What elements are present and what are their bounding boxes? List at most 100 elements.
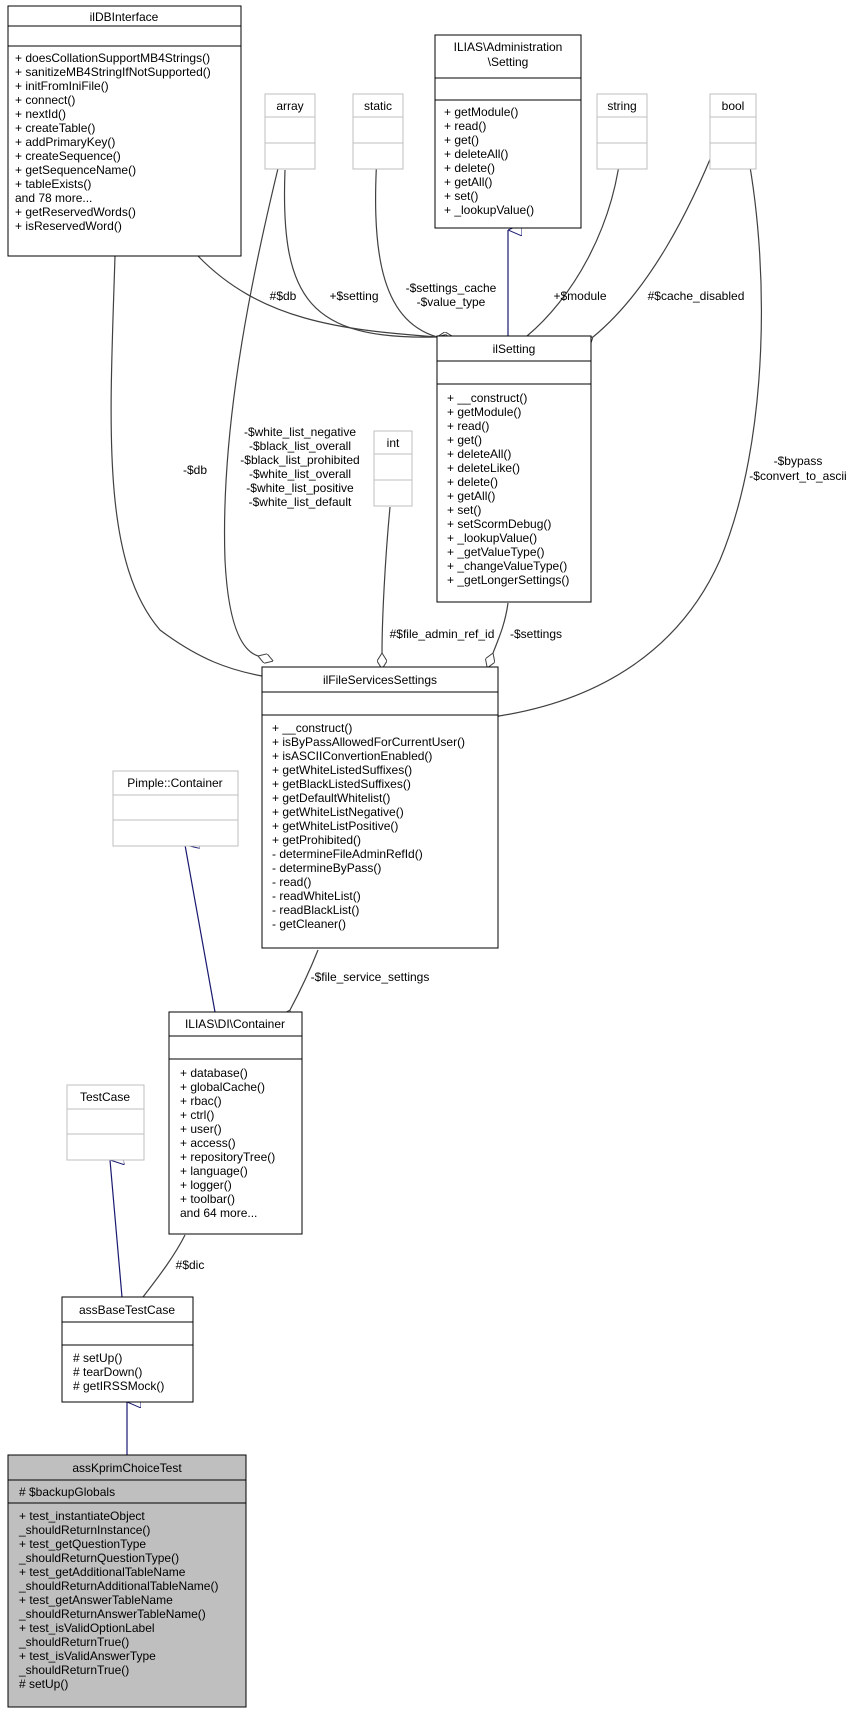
method: + __construct() xyxy=(447,391,527,405)
type-title: string xyxy=(607,99,636,113)
type-title: array xyxy=(276,99,303,113)
method: _shouldReturnInstance() xyxy=(18,1523,150,1537)
method: + ctrl() xyxy=(180,1108,214,1122)
method: + doesCollationSupportMB4Strings() xyxy=(15,51,210,65)
class-pimple-container[interactable]: Pimple::Container xyxy=(112,770,239,847)
class-testcase[interactable]: TestCase xyxy=(66,1084,145,1161)
type-string[interactable]: string xyxy=(596,93,648,170)
method: + test_getQuestionType xyxy=(19,1537,146,1551)
method: + tableExists() xyxy=(15,177,91,191)
method: + deleteLike() xyxy=(447,461,520,475)
class-title: Pimple::Container xyxy=(127,776,222,790)
class-title: ILIAS\DI\Container xyxy=(185,1017,285,1031)
method: + _changeValueType() xyxy=(447,559,567,573)
edge-array-filesettings xyxy=(223,139,286,656)
class-title: ilFileServicesSettings xyxy=(323,673,437,687)
method: + getWhiteListPositive() xyxy=(272,819,398,833)
type-int[interactable]: int xyxy=(373,430,413,507)
method: + _getValueType() xyxy=(447,545,545,559)
class-title: assKprimChoiceTest xyxy=(72,1461,182,1475)
method: + getReservedWords() xyxy=(15,205,136,219)
edge-string-ilsetting xyxy=(527,139,623,336)
method: + _getLongerSettings() xyxy=(447,573,569,587)
edge-label-white-list-positive: -$white_list_positive xyxy=(246,481,354,495)
edge-label-black-list-prohibited: -$black_list_prohibited xyxy=(240,453,359,467)
type-title: static xyxy=(364,99,392,113)
method: + rbac() xyxy=(180,1094,222,1108)
edge-ildbinterface-ilsetting xyxy=(197,255,437,337)
class-di-container[interactable]: ILIAS\DI\Container + database() + global… xyxy=(168,1011,303,1235)
method: + test_getAnswerTableName xyxy=(19,1593,173,1607)
method: + deleteAll() xyxy=(447,447,511,461)
method: + language() xyxy=(180,1164,248,1178)
edge-label-bypass: -$bypass xyxy=(774,454,823,468)
edge-inherit-assbase-testcase xyxy=(109,1160,122,1298)
method: + getModule() xyxy=(447,405,521,419)
edge-label-setting: +$setting xyxy=(329,289,378,303)
method: + isReservedWord() xyxy=(15,219,122,233)
method: + getSequenceName() xyxy=(15,163,136,177)
method: + read() xyxy=(447,419,489,433)
method: + test_isValidAnswerType xyxy=(19,1649,156,1663)
class-assbasetestcase[interactable]: assBaseTestCase # setUp() # tearDown() #… xyxy=(61,1296,194,1403)
class-ildbinterface[interactable]: ilDBInterface + doesCollationSupportMB4S… xyxy=(7,5,242,257)
method: + createSequence() xyxy=(15,149,121,163)
attribute: # $backupGlobals xyxy=(19,1485,115,1499)
method: + getModule() xyxy=(444,105,518,119)
method: # setUp() xyxy=(19,1677,68,1691)
method: + isASCIIConvertionEnabled() xyxy=(272,749,432,763)
edge-label-file-service-settings: -$file_service_settings xyxy=(311,970,430,984)
edge-ilsetting-filesettings xyxy=(493,602,509,653)
method: - getCleaner() xyxy=(272,917,346,931)
type-bool[interactable]: bool xyxy=(709,93,757,170)
method: + user() xyxy=(180,1122,222,1136)
method: + createTable() xyxy=(15,121,95,135)
type-static[interactable]: static xyxy=(352,93,404,170)
edge-filesettings-dicontainer xyxy=(290,949,319,1010)
edge-label-dic: #$dic xyxy=(176,1258,205,1272)
method: - readWhiteList() xyxy=(272,889,361,903)
edge-label-convert-to-ascii: -$convert_to_ascii xyxy=(749,469,846,483)
method: + getWhiteListedSuffixes() xyxy=(272,763,412,777)
method: - read() xyxy=(272,875,311,889)
edge-bool-filesettings xyxy=(499,139,762,716)
more-methods: and 64 more... xyxy=(180,1206,257,1220)
method: _shouldReturnAnswerTableName() xyxy=(18,1607,206,1621)
class-title-line2: \Setting xyxy=(488,55,529,69)
method: _shouldReturnQuestionType() xyxy=(18,1551,179,1565)
method: _shouldReturnTrue() xyxy=(18,1663,129,1677)
edge-array-ilsetting xyxy=(283,169,437,337)
type-title: int xyxy=(387,436,400,450)
method: - determineFileAdminRefId() xyxy=(272,847,423,861)
class-title: ilSetting xyxy=(493,342,536,356)
class-ilfileservicessettings[interactable]: ilFileServicesSettings + __construct() +… xyxy=(261,666,499,949)
method: + repositoryTree() xyxy=(180,1150,275,1164)
class-ilsetting[interactable]: ilSetting + __construct() + getModule() … xyxy=(436,335,592,603)
method: + test_getAdditionalTableName xyxy=(19,1565,186,1579)
edge-dicontainer-assbase xyxy=(143,1234,186,1297)
method: + toolbar() xyxy=(180,1192,235,1206)
edge-label-settings-cache: -$settings_cache xyxy=(406,281,497,295)
method: + getDefaultWhitelist() xyxy=(272,791,390,805)
method: + isByPassAllowedForCurrentUser() xyxy=(272,735,465,749)
edge-inherit-dicontainer-pimple xyxy=(185,845,216,1013)
edge-label-module: +$module xyxy=(553,289,606,303)
method: + logger() xyxy=(180,1178,232,1192)
method: + globalCache() xyxy=(180,1080,265,1094)
method: _shouldReturnAdditionalTableName() xyxy=(18,1579,218,1593)
method: - readBlackList() xyxy=(272,903,359,917)
method: # tearDown() xyxy=(73,1365,142,1379)
type-array[interactable]: array xyxy=(264,93,316,170)
edge-static-ilsetting xyxy=(374,139,437,337)
class-title: TestCase xyxy=(80,1090,130,1104)
edge-ildbinterface-filesettings xyxy=(110,255,262,676)
method: + read() xyxy=(444,119,486,133)
method: + test_isValidOptionLabel xyxy=(19,1621,155,1635)
class-administration-setting[interactable]: ILIAS\Administration \Setting + getModul… xyxy=(434,34,582,229)
method: + getAll() xyxy=(444,175,492,189)
method: + get() xyxy=(447,433,482,447)
class-asskprimchoicetest[interactable]: assKprimChoiceTest # $backupGlobals + te… xyxy=(7,1454,247,1708)
method: + delete() xyxy=(444,161,495,175)
edge-int-filesettings xyxy=(382,506,391,653)
